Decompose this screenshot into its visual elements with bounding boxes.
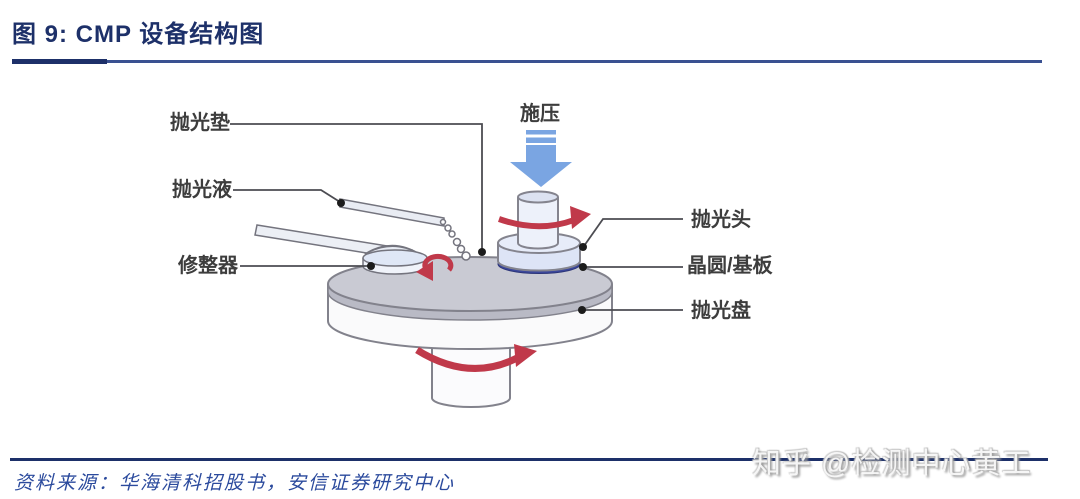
watermark: 知乎 @检测中心黄工 [752,448,1032,480]
pressure-arrow-icon [510,130,572,187]
label-polishing-pad: 抛光垫 [170,112,230,134]
label-polishing-head: 抛光头 [691,209,751,231]
label-wafer-substrate: 晶圆/基板 [687,255,773,277]
conditioner-rotation-arrow-icon [416,253,454,281]
title-underline-rule [107,60,1042,63]
label-pressure: 施压 [520,103,560,125]
label-pointer-dots [337,199,587,314]
footer-rule [10,458,1048,461]
label-conditioner: 修整器 [178,255,238,277]
conditioner-disk-shape [362,249,428,275]
slurry-droplets-shape [439,218,471,261]
head-rotation-arrow-icon [498,206,591,230]
source-note: 资料来源：华海清科招股书，安信证券研究中心 [14,473,456,494]
slurry-tube-shape [339,198,445,227]
platen-rotation-arrow-icon [415,344,537,372]
label-pointer-lines [230,123,683,311]
figure-title: 图 9: CMP 设备结构图 [12,21,265,48]
title-underline-accent [12,59,107,64]
label-slurry: 抛光液 [172,179,232,201]
head-shaft-shape [517,190,559,250]
label-platen: 抛光盘 [691,300,751,322]
